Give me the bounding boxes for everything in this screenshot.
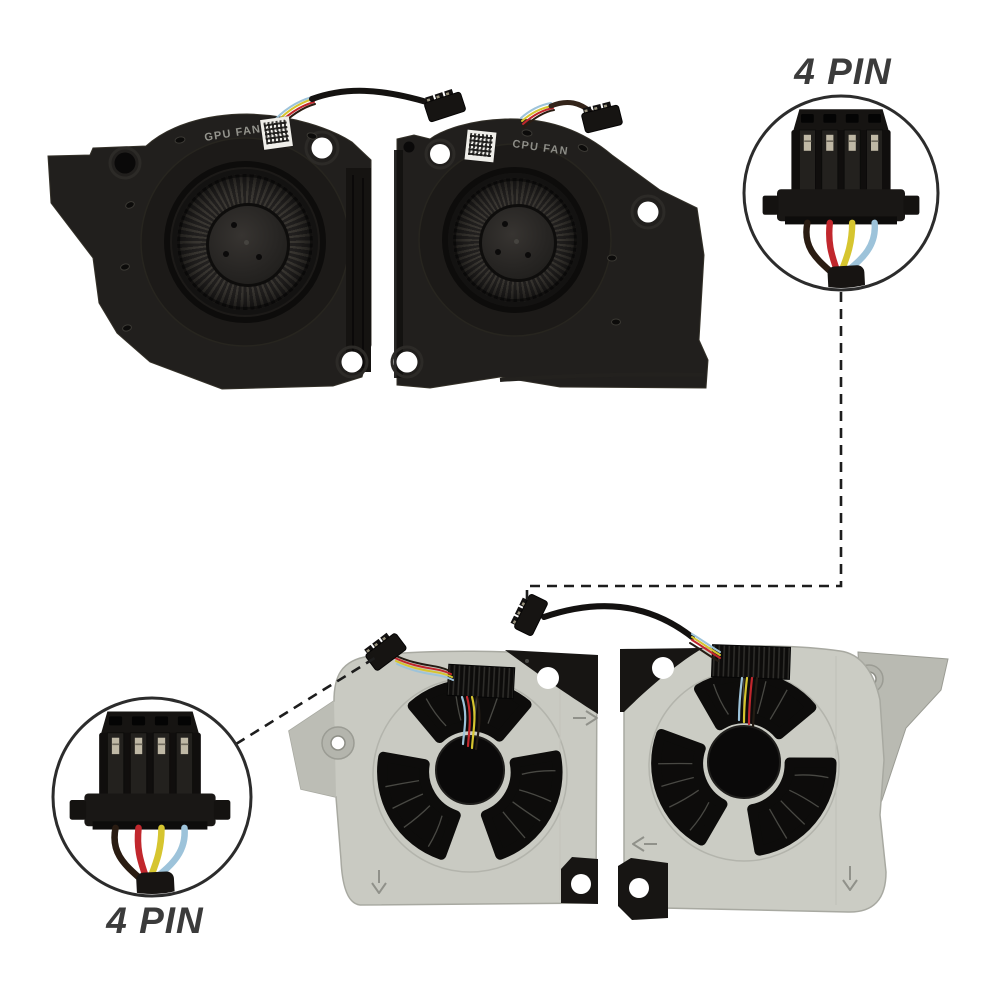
right-black-corner [620,648,703,712]
cpu-screw-bumps [521,129,621,326]
callout-connector-line-bottom [235,654,379,746]
hub-screw-dot [525,251,532,258]
left-arrow-marks [371,710,598,894]
hub-center-dot [244,240,250,246]
zoom-circle-bottom [51,696,253,898]
right-fan-plug [508,590,549,637]
cpu-cable [520,99,624,134]
cpu-fan-blades [448,173,582,307]
hub-screw-dot [230,221,237,228]
right-velcro-patch [710,644,792,680]
hub-screw-dot [255,254,262,261]
bottom-fan-left [288,628,598,906]
right-fan-wires [541,603,759,728]
hub-screw-dot [223,251,230,258]
callout-connector-line-top [525,292,843,601]
gpu-plug [421,86,467,123]
hub-center-dot [514,238,520,244]
left-fan-hub [435,735,505,805]
right-arrow-marks [632,836,858,891]
left-velcro-patch [446,663,516,700]
cpu-plug [579,99,624,134]
callout-bottom: 4 PIN [51,696,253,941]
callout-top: 4 PIN [742,51,940,292]
hub-screw-dot [494,248,501,255]
hub-screw-dot [502,221,509,228]
bottom-fan-right [508,590,949,920]
callout-bottom-label: 4 PIN [105,900,204,941]
qr-code-icon [468,132,494,158]
gpu-fan-hub [206,203,290,287]
cpu-qr-sticker [464,129,497,163]
gpu-qr-sticker [260,116,293,150]
qr-code-icon [263,119,290,145]
gpu-fan-blades [172,169,318,315]
right-fan-hub [707,725,781,799]
zoom-circle-top [742,94,940,292]
left-fan-wires [393,654,481,751]
cpu-fan-hub [479,204,557,282]
gpu-screw-bumps [120,132,318,332]
callout-top-label: 4 PIN [793,51,892,92]
